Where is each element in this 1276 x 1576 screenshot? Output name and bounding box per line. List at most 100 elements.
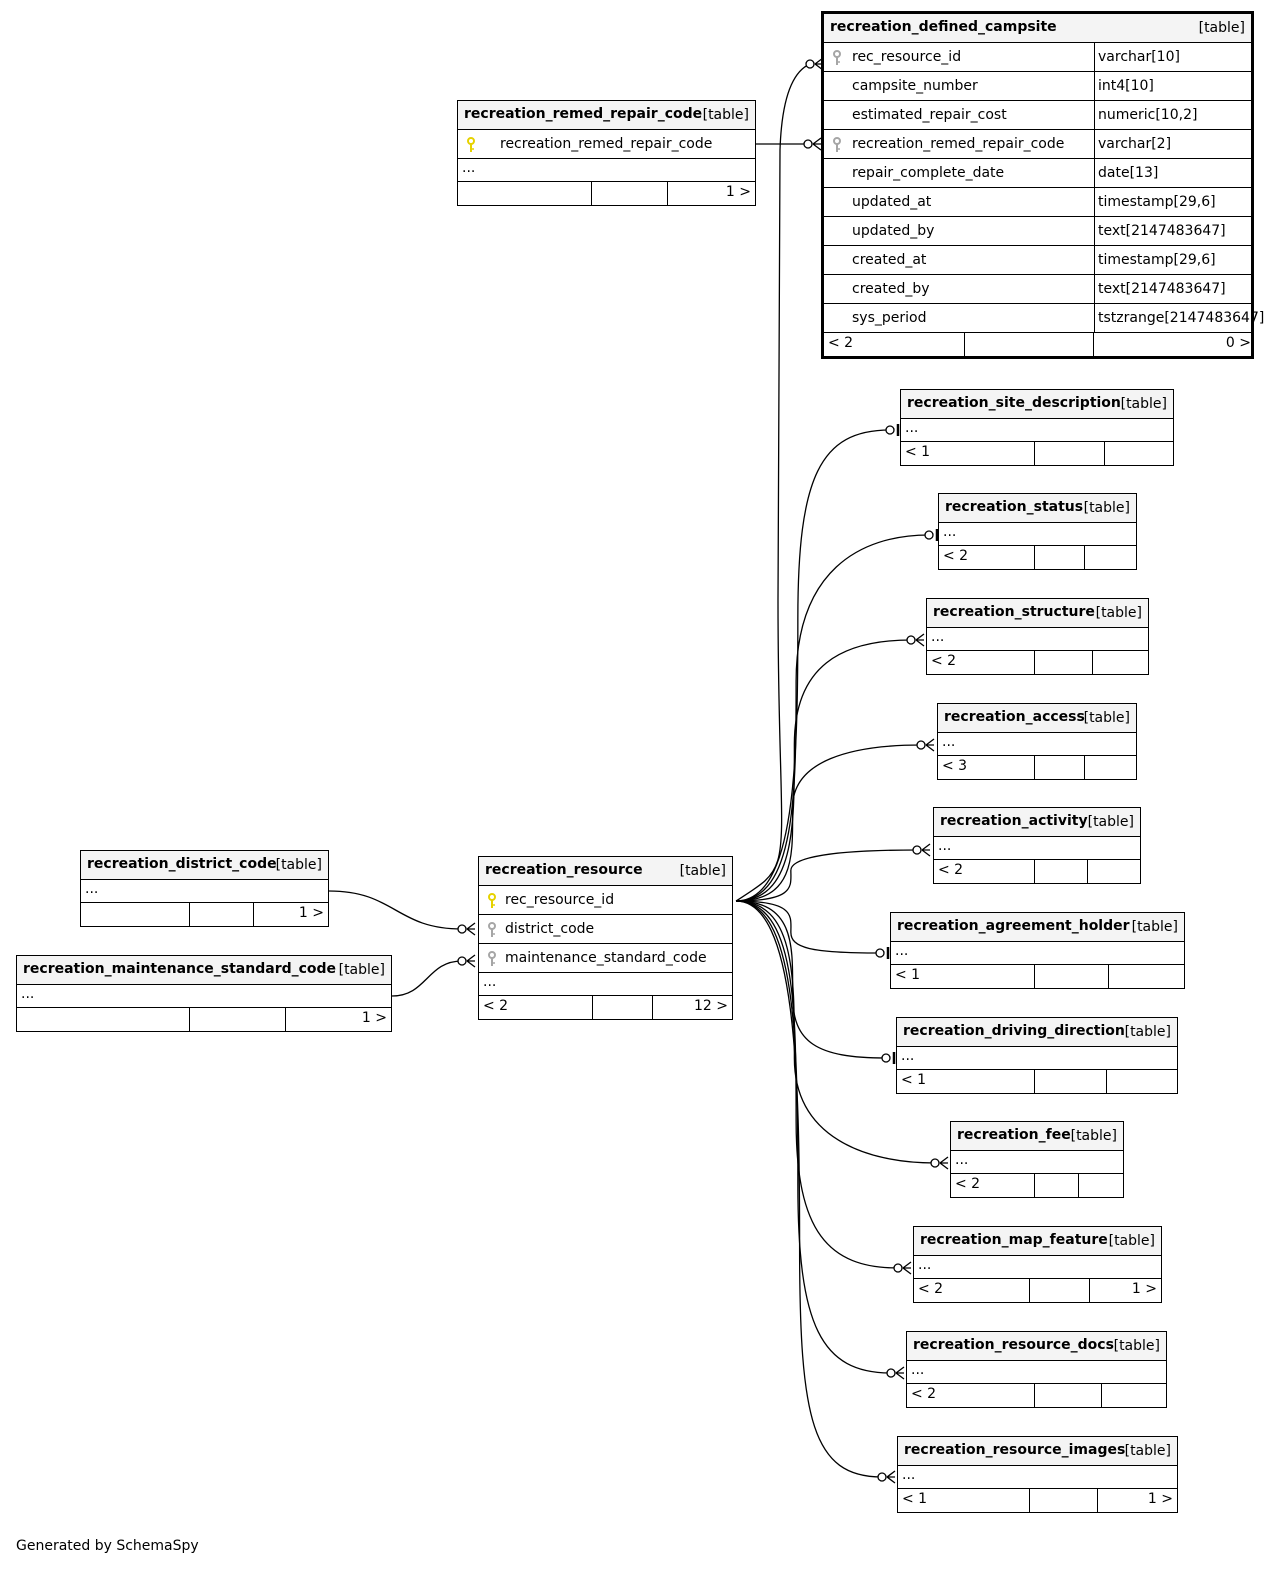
foreign-key-icon: [487, 922, 497, 938]
crowfoot-many-marker: [895, 1366, 905, 1380]
table-header: recreation_structure[table]: [927, 599, 1148, 628]
table-recreation-driving-direction[interactable]: recreation_driving_direction[table]...< …: [896, 1017, 1178, 1094]
column-name: rec_resource_id: [852, 49, 962, 65]
table-tag: [table]: [1131, 919, 1178, 935]
table-tag: [table]: [1108, 1233, 1155, 1249]
table-recreation-remed-repair-code[interactable]: recreation_remed_repair_code[table]recre…: [457, 100, 756, 206]
table-recreation-resource[interactable]: recreation_resource[table]rec_resource_i…: [478, 856, 733, 1020]
foreign-key-icon: [832, 50, 842, 66]
table-name: recreation_resource_images: [904, 1442, 1126, 1458]
table-header: recreation_access[table]: [938, 704, 1136, 733]
column-name: repair_complete_date: [852, 165, 1005, 181]
crowfoot-many-marker: [915, 633, 925, 647]
table-footer: < 3: [938, 756, 1136, 779]
table-header: recreation_site_description[table]: [901, 390, 1173, 419]
table-name: recreation_activity: [940, 813, 1088, 829]
foreign-key-icon: [832, 137, 842, 153]
column-type: varchar[10]: [1098, 49, 1180, 65]
child-count: 1 >: [725, 184, 751, 200]
table-footer: < 2: [907, 1384, 1166, 1407]
table-name: recreation_site_description: [907, 395, 1121, 411]
table-footer: < 1: [891, 965, 1184, 988]
table-recreation-structure[interactable]: recreation_structure[table]...< 2: [926, 598, 1149, 675]
column-type: timestamp[29,6]: [1098, 252, 1216, 268]
column-name: recreation_remed_repair_code: [852, 136, 1065, 152]
column-row: created_by text[2147483647]: [824, 275, 1251, 304]
relationship-edge: [328, 890, 463, 930]
table-recreation-fee[interactable]: recreation_fee[table]...< 2: [950, 1121, 1124, 1198]
optional-marker: [881, 1053, 891, 1063]
parent-count: < 1: [901, 1072, 927, 1088]
relationship-edge: [735, 849, 918, 902]
more-columns: ...: [907, 1361, 1166, 1384]
table-tag: [table]: [275, 857, 322, 873]
parent-count: < 2: [938, 862, 964, 878]
column-type: tstzrange[2147483647]: [1098, 310, 1265, 326]
relationship-edge: [735, 900, 936, 1164]
relationship-edge: [735, 744, 922, 902]
table-tag: [table]: [1087, 814, 1134, 830]
crowfoot-many-marker: [466, 922, 476, 936]
table-recreation-activity[interactable]: recreation_activity[table]... < 2: [933, 807, 1141, 884]
table-recreation-resource-docs[interactable]: recreation_resource_docs[table]...< 2: [906, 1331, 1167, 1408]
table-header: recreation_maintenance_standard_code[tab…: [17, 956, 391, 985]
crowfoot-many-marker: [921, 843, 931, 857]
table-recreation-defined-campsite[interactable]: recreation_defined_campsite[table]rec_re…: [821, 11, 1264, 359]
column-row: recreation_remed_repair_code varchar[2]: [824, 130, 1251, 159]
table-recreation-maintenance-standard-code[interactable]: recreation_maintenance_standard_code[tab…: [16, 955, 392, 1032]
column-row: rec_resource_id: [479, 886, 732, 915]
more-columns: ...: [938, 733, 1136, 756]
crowfoot-many-marker: [466, 954, 476, 968]
relationship-edge: [735, 63, 811, 902]
table-header: recreation_district_code[table]: [81, 851, 328, 880]
child-count: 1 >: [298, 905, 324, 921]
crowfoot-many-marker: [939, 1156, 949, 1170]
table-recreation-site-description[interactable]: recreation_site_description[table]...< 1: [900, 389, 1174, 466]
column-name: created_by: [852, 281, 930, 297]
table-footer: < 2: [927, 651, 1148, 674]
primary-key-icon: [466, 137, 476, 153]
relationship-edge: [735, 900, 899, 1269]
table-recreation-agreement-holder[interactable]: recreation_agreement_holder[table]...< 1: [890, 912, 1185, 989]
crowfoot-many-marker: [925, 738, 935, 752]
relationship-edge: [735, 429, 891, 902]
more-columns: ...: [897, 1047, 1177, 1070]
more-columns: ...: [939, 523, 1136, 546]
more-columns: ...: [891, 942, 1184, 965]
table-tag: [table]: [1070, 1128, 1117, 1144]
more-columns: ...: [17, 985, 391, 1008]
more-columns: ...: [81, 880, 328, 903]
optional-marker: [885, 425, 895, 435]
column-type: varchar[2]: [1098, 136, 1172, 152]
column-row: recreation_remed_repair_code: [458, 130, 755, 159]
relationship-edge: [735, 900, 892, 1374]
column-row: district_code: [479, 915, 732, 944]
table-name: recreation_map_feature: [920, 1232, 1108, 1248]
table-footer: 1 >: [458, 182, 755, 205]
relationship-edge: [735, 900, 883, 1478]
table-footer: < 1: [901, 442, 1173, 465]
table-recreation-status[interactable]: recreation_status[table]...< 2: [938, 493, 1137, 570]
relationship-edge: [735, 900, 887, 1059]
table-tag: [table]: [1198, 20, 1245, 36]
optional-marker: [893, 1263, 903, 1273]
optional-marker: [805, 59, 815, 69]
table-recreation-district-code[interactable]: recreation_district_code[table]... 1 >: [80, 850, 329, 927]
optional-marker: [930, 1158, 940, 1168]
more-columns: ...: [934, 837, 1140, 860]
parent-count: < 2: [955, 1176, 981, 1192]
column-row: rec_resource_id varchar[10]: [824, 43, 1251, 72]
generated-by-footer: Generated by SchemaSpy: [16, 1538, 199, 1554]
column-type: text[2147483647]: [1098, 281, 1226, 297]
crowfoot-many-marker: [902, 1261, 912, 1275]
table-recreation-access[interactable]: recreation_access[table]...< 3: [937, 703, 1137, 780]
table-tag: [table]: [1124, 1024, 1171, 1040]
optional-marker: [924, 530, 934, 540]
column-name: updated_by: [852, 223, 935, 239]
